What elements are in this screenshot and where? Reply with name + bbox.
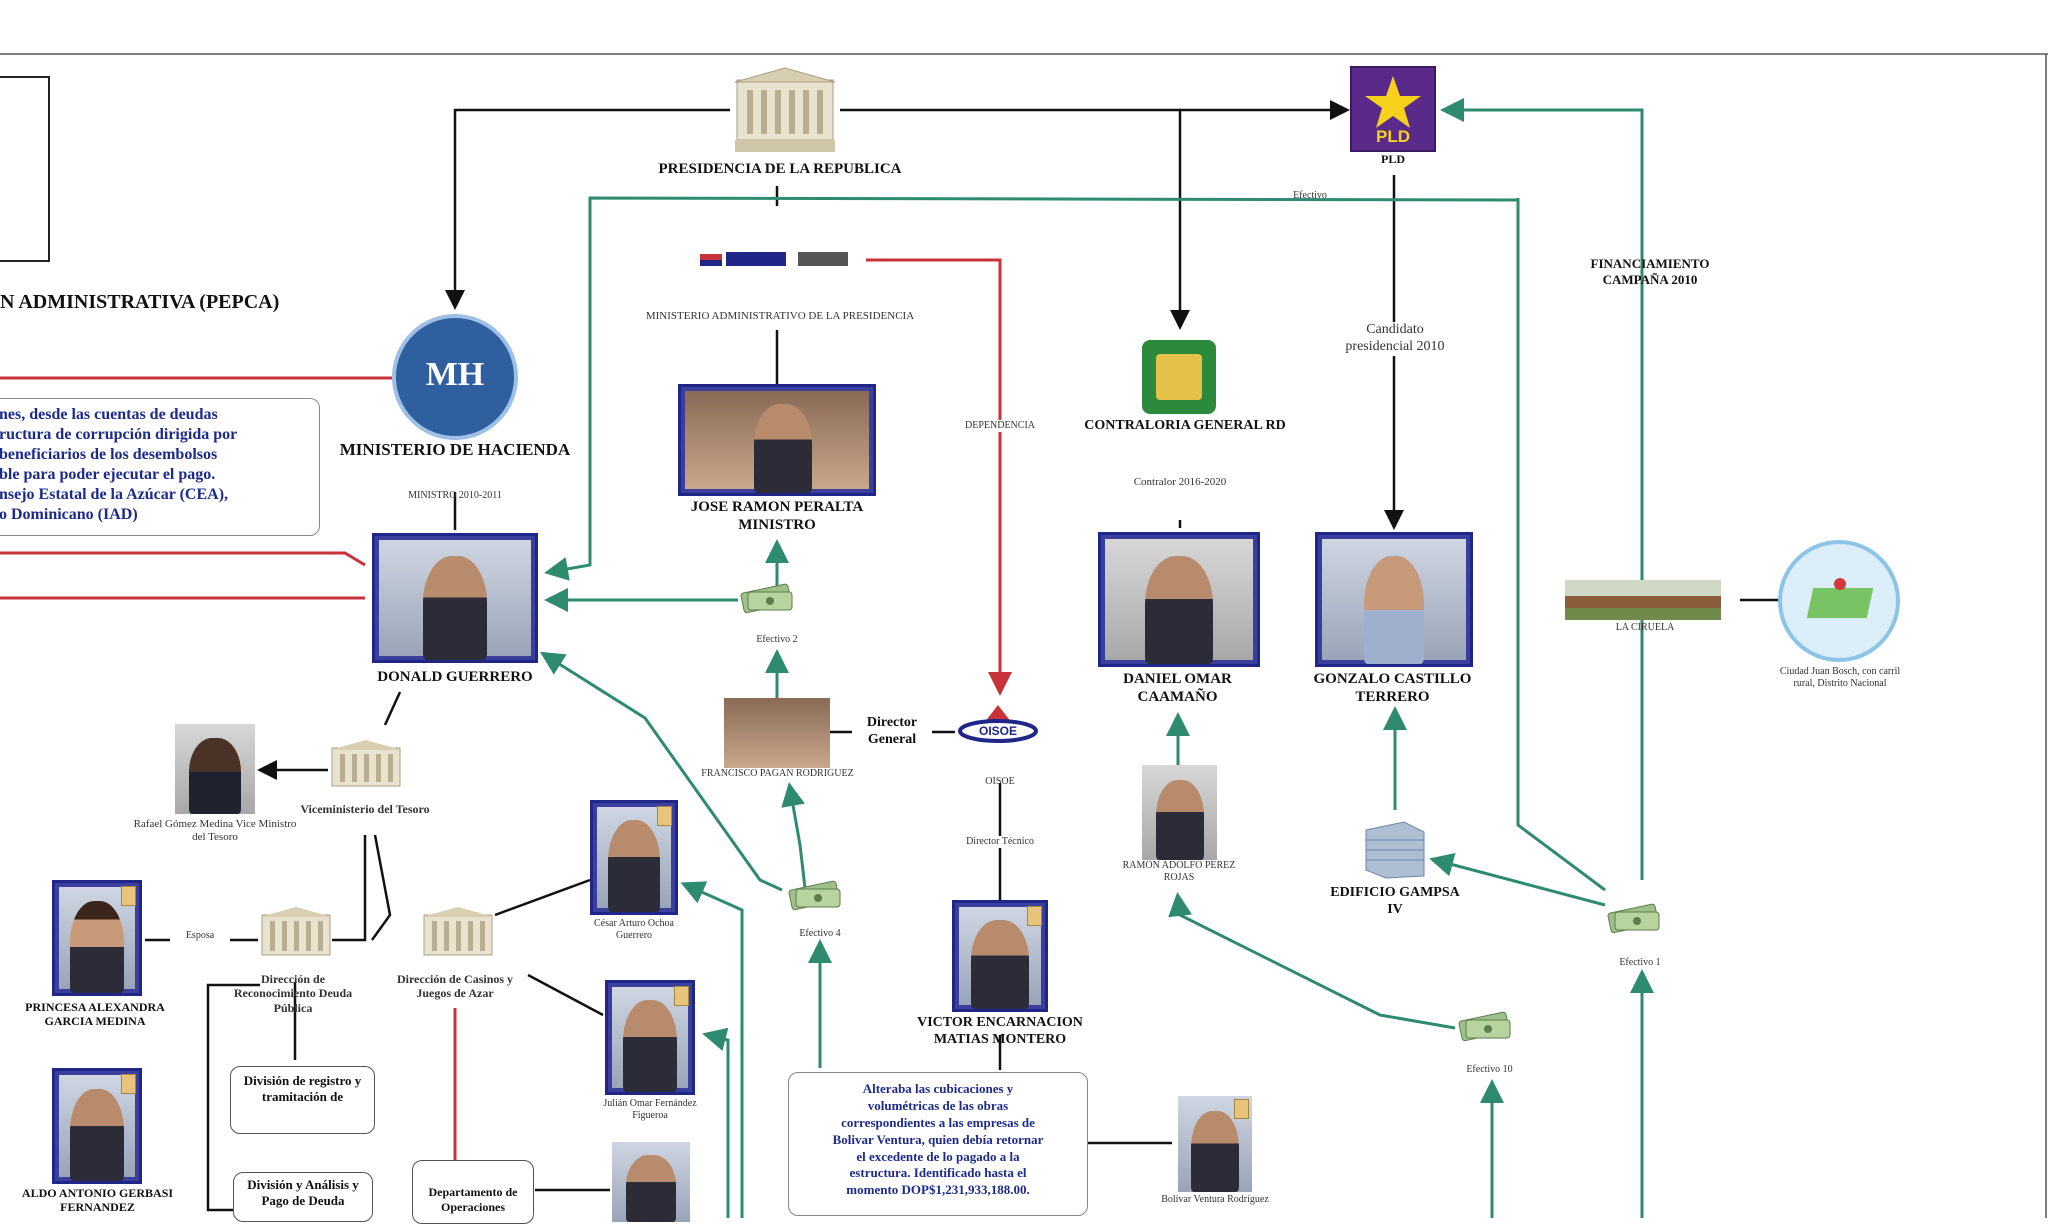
candidato-label: Candidato presidencial 2010 (1340, 322, 1450, 356)
pld-logo-text: PLD (1376, 127, 1410, 146)
la-ciruela-label: LA CIRUELA (1600, 622, 1690, 634)
ramon-perez-photo (1142, 765, 1217, 860)
bottom-note-line: momento DOP$1,231,933,188.00. (795, 1182, 1081, 1199)
princesa-label: PRINCESA ALEXANDRA GARCIA MEDINA (10, 1000, 180, 1029)
cash-bundle-icon (1456, 1006, 1516, 1046)
efectivo-right-label: Efectivo 1 (1605, 957, 1675, 969)
cropped-box (0, 76, 50, 262)
aldo-label: ALDO ANTONIO GERBASI FERNANDEZ (10, 1186, 185, 1215)
aldo-gerbasi-photo (52, 1068, 142, 1184)
departamento-label: Departamento de Operaciones (429, 1185, 518, 1214)
edificio-label: EDIFICIO GAMPSA IV (1330, 885, 1460, 919)
dependencia-label: DEPENDENCIA (950, 420, 1050, 432)
contralor-caption: Contralor 2016-2020 (1100, 476, 1260, 489)
bottom-note-line: el excedente de lo pagado a la (795, 1149, 1081, 1166)
jose-ramon-label: JOSE RAMON PERALTA MINISTRO (672, 498, 882, 534)
division-registro-label: División de registro y tramitación de (244, 1073, 362, 1104)
left-note-line: nsejo Estatal de la Azúcar (CEA), (0, 485, 309, 505)
departamento-box: Departamento de Operaciones (412, 1160, 534, 1224)
gonzalo-castillo-label: GONZALO CASTILLO TERRERO (1290, 670, 1495, 706)
director-tecnico-label: Director Técnico (948, 836, 1052, 848)
ministro-caption: MINISTRO 2010-2011 (385, 490, 525, 502)
cesar-label: César Arturo Ochoa Guerrero (580, 918, 688, 942)
donald-guerrero-photo (372, 533, 538, 663)
bottom-note-line: correspondientes a las empresas de (795, 1115, 1081, 1132)
victor-matias-photo (952, 900, 1048, 1012)
ministerio-hacienda-label: MINISTERIO DE HACIENDA (330, 440, 580, 460)
viceministerio-label: Viceministerio del Tesoro (300, 802, 430, 816)
cash-bundle-icon (738, 578, 798, 618)
bottom-person-photo (612, 1142, 690, 1222)
cash-bundle-icon (786, 875, 846, 915)
julian-fernandez-photo (605, 980, 695, 1095)
bolivar-label: Bolívar Ventura Rodríguez (1130, 1194, 1300, 1206)
oisoe-logo-text: OISOE (979, 724, 1017, 738)
esposa-label: Esposa (170, 930, 230, 942)
ministerio-administrativo-logo (698, 248, 858, 272)
ministerio-administrativo-label: MINISTERIO ADMINISTRATIVO DE LA PRESIDEN… (630, 310, 930, 323)
pld-label: PLD (1345, 152, 1441, 166)
hacienda-seal-icon: MH (392, 314, 518, 440)
left-note-line: beneficiarios de los desembolsos (0, 445, 309, 465)
contraloria-label: CONTRALORIA GENERAL RD (1070, 418, 1300, 435)
left-note-line: nes, desde las cuentas de deudas (0, 405, 309, 425)
palace-building-icon (735, 66, 835, 156)
viceministerio-building-icon (330, 738, 402, 794)
left-note-line: ble para poder ejecutar el pago. (0, 465, 309, 485)
princesa-garcia-photo (52, 880, 142, 996)
bottom-note-line: Alteraba las cubicaciones y (795, 1081, 1081, 1098)
victor-label: VICTOR ENCARNACION MATIAS MONTERO (900, 1015, 1100, 1049)
left-note-line: o Dominicano (IAD) (0, 505, 309, 525)
direccion-casinos-building-icon (422, 905, 494, 965)
contraloria-logo-icon (1142, 340, 1216, 414)
francisco-label: FRANCISCO PAGAN RODRIGUEZ (700, 768, 855, 780)
jose-ramon-photo (678, 384, 876, 496)
gonzalo-castillo-photo (1315, 532, 1473, 667)
bolivar-ventura-photo (1178, 1096, 1252, 1192)
efectivo2-label: Efectivo 2 (742, 634, 812, 646)
presidencia-label: PRESIDENCIA DE LA REPUBLICA (630, 160, 930, 178)
ciudad-caption: Ciudad Juan Bosch, con carril rural, Dis… (1770, 666, 1910, 690)
rafael-gomez-label: Rafael Gómez Medina Vice Ministro del Te… (130, 818, 300, 844)
oisoe-label: OISOE (970, 776, 1030, 788)
la-ciruela-photo (1565, 580, 1721, 620)
direccion-reconocimiento-label: Dirección de Reconocimiento Deuda Públic… (228, 972, 358, 1015)
division-registro-box: División de registro y tramitación de (230, 1066, 375, 1134)
daniel-caamano-label: DANIEL OMAR CAAMAÑO (1090, 670, 1265, 706)
daniel-caamano-photo (1098, 532, 1260, 667)
division-analisis-box: División y Análisis y Pago de Deuda (233, 1172, 373, 1222)
bottom-note-box: Alteraba las cubicaciones y volumétricas… (788, 1072, 1088, 1216)
bottom-note-line: estructura. Identificado hasta el (795, 1165, 1081, 1182)
cash-bundle-icon (1605, 898, 1665, 938)
division-analisis-label: División y Análisis y Pago de Deuda (247, 1177, 359, 1208)
cesar-ochoa-photo (590, 800, 678, 915)
mh-logo-text: MH (396, 356, 514, 394)
oisoe-logo-icon: OISOE (958, 703, 1038, 753)
direccion-reconocimiento-building-icon (260, 905, 332, 965)
left-note-box: nes, desde las cuentas de deudas ructura… (0, 398, 320, 536)
rafael-gomez-photo (175, 724, 255, 814)
map-pin-icon (1778, 540, 1900, 662)
header-title: N ADMINISTRATIVA (PEPCA) (0, 290, 279, 314)
efectivo-top-label: Efectivo (1285, 190, 1335, 202)
financiamiento-label: FINANCIAMIENTO CAMPAÑA 2010 (1570, 256, 1730, 287)
pld-star-logo-icon: PLD (1350, 66, 1436, 152)
bottom-note-line: Bolivar Ventura, quien debía retornar (795, 1132, 1081, 1149)
bottom-note-line: volumétricas de las obras (795, 1098, 1081, 1115)
director-general-label: Director General (852, 715, 932, 749)
ramon-label: RAMON ADOLFO PEREZ ROJAS (1120, 860, 1238, 884)
left-note-line: ructura de corrupción dirigida por (0, 425, 309, 445)
office-tower-icon (1360, 820, 1430, 880)
francisco-pagan-photo (724, 698, 830, 768)
efectivo4-label: Efectivo 4 (780, 928, 860, 940)
julian-label: Julián Omar Fernández Figueroa (590, 1098, 710, 1122)
donald-guerrero-label: DONALD GUERRERO (350, 668, 560, 686)
efectivo10-label: Efectivo 10 (1452, 1064, 1527, 1076)
direccion-casinos-label: Dirección de Casinos y Juegos de Azar (380, 972, 530, 1001)
